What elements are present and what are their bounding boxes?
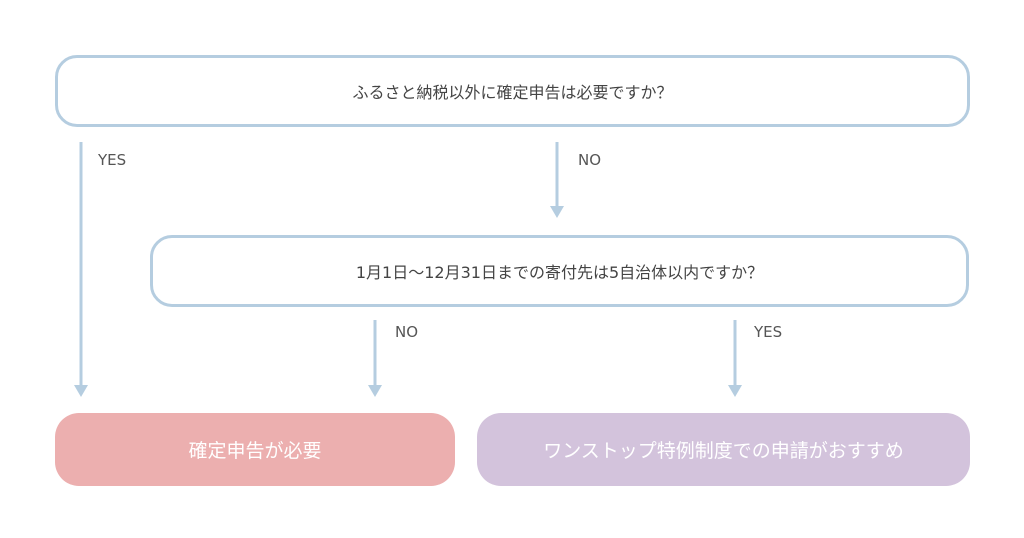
edge-label-q1-no: NO bbox=[578, 151, 602, 169]
result-text: 確定申告が必要 bbox=[188, 440, 322, 462]
question-node-other-tax-return: ふるさと納税以外に確定申告は必要ですか？ bbox=[55, 55, 970, 127]
question-text: 1月1日〜12月31日までの寄付先は5自治体以内ですか？ bbox=[355, 263, 764, 282]
arrowhead-q1-no bbox=[550, 206, 564, 218]
question-node-five-municipalities: 1月1日〜12月31日までの寄付先は5自治体以内ですか？ bbox=[150, 235, 969, 307]
edge-label-q2-no: NO bbox=[395, 323, 419, 341]
arrowhead-q2-yes bbox=[728, 385, 742, 397]
arrowhead-q1-yes bbox=[74, 385, 88, 397]
edge-label-q1-yes: YES bbox=[98, 151, 127, 169]
arrowhead-q2-no bbox=[368, 385, 382, 397]
question-text: ふるさと納税以外に確定申告は必要ですか？ bbox=[352, 83, 673, 102]
edge-label-q2-yes: YES bbox=[754, 323, 783, 341]
result-text: ワンストップ特例制度での申請がおすすめ bbox=[543, 440, 904, 462]
result-node-tax-return-required: 確定申告が必要 bbox=[55, 413, 455, 486]
result-node-one-stop-recommended: ワンストップ特例制度での申請がおすすめ bbox=[477, 413, 970, 486]
